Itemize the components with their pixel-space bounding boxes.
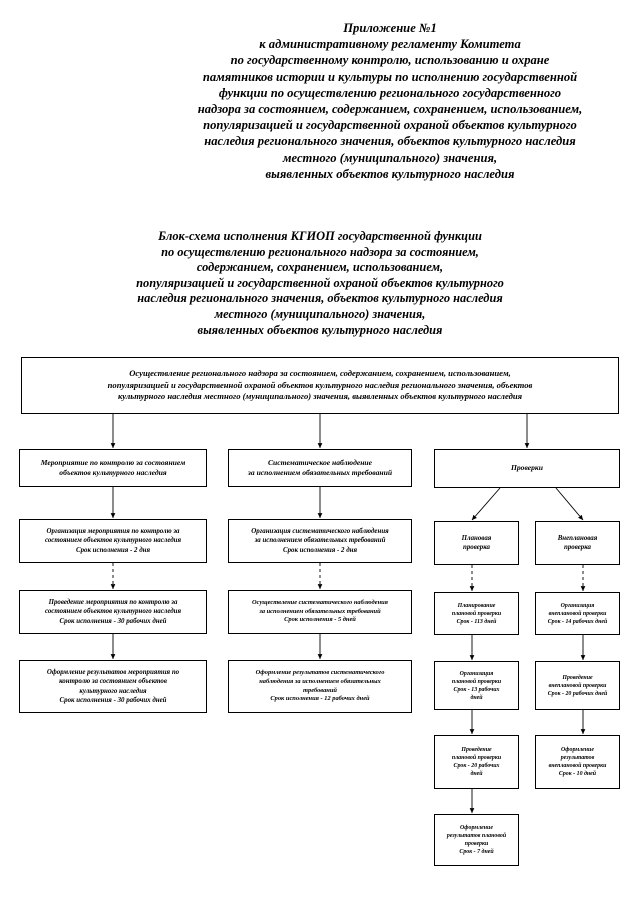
node-line: Срок исполнения - 30 рабочих дней	[59, 617, 167, 625]
node-line: Срок - 10 дней	[558, 771, 597, 777]
node-root-regional-supervision[interactable]: Осуществление регионального надзора за с…	[21, 357, 619, 414]
node-planned-check[interactable]: Плановая проверка	[434, 521, 519, 565]
node-unplanned-results[interactable]: Оформление результатов внеплановой прове…	[535, 735, 620, 789]
node-line: проверка	[564, 544, 591, 551]
node-line: Оформление	[460, 825, 493, 831]
appendix-header-line: популяризацией и государственной охраной…	[203, 118, 577, 133]
node-mid-organization-of-observation[interactable]: Организация систематического наблюдения …	[228, 519, 412, 563]
node-line: Срок исполнения - 30 рабочих дней	[59, 696, 167, 704]
node-line: Мероприятие по контролю за состоянием	[40, 457, 186, 467]
node-line: Срок - 113 дней	[456, 618, 497, 625]
node-line: Оформление результатов систематического	[255, 669, 385, 677]
page-title-line: по осуществлению регионального надзора з…	[161, 244, 479, 259]
node-line: Систематическое наблюдение	[267, 457, 373, 467]
node-line: внеплановой проверки	[548, 763, 607, 769]
node-line: контролю за состоянием объектов	[59, 678, 167, 686]
node-line: состоянием объектов культурного наследия	[44, 537, 182, 545]
node-planned-conduct[interactable]: Проведение плановой проверки Срок - 20 р…	[434, 735, 519, 789]
page-title-line: популяризацией и государственной охраной…	[136, 275, 504, 290]
node-line: Осуществление систематического наблюдени…	[252, 599, 388, 607]
node-line: плановой проверки	[451, 610, 502, 617]
appendix-header-line: по государственному контролю, использова…	[230, 53, 550, 68]
appendix-header-line: выявленных объектов культурного наследия	[265, 166, 515, 181]
node-left-results-of-control-event[interactable]: Оформление результатов мероприятия по ко…	[19, 660, 207, 713]
node-line: требований	[303, 686, 337, 694]
node-line: дней	[470, 694, 483, 701]
page-title-line: выявленных объектов культурного наследия	[197, 322, 443, 337]
node-line: за исполнением обязательных требований	[247, 468, 393, 477]
node-line: наблюдения за исполнением обязательных	[259, 677, 381, 685]
node-line: дней	[470, 771, 483, 777]
node-line: культурного наследия местного (муниципал…	[117, 391, 523, 402]
node-mid-implementation-of-observation[interactable]: Осуществление систематического наблюдени…	[228, 590, 412, 634]
node-line: Срок исполнения - 12 рабочих дней	[270, 695, 370, 703]
node-line: внеплановой проверки	[548, 610, 607, 617]
node-unplanned-organization[interactable]: Организация внеплановой проверки Срок - …	[535, 592, 620, 635]
node-line: результатов	[560, 755, 595, 761]
node-line: состоянием объектов культурного наследия	[44, 608, 182, 616]
node-line: результатов плановой	[446, 833, 507, 839]
node-line: Планирование	[457, 602, 496, 609]
node-line: Срок - 7 дней	[459, 849, 494, 855]
node-line: за исполнением обязательных требований	[259, 607, 381, 615]
page-title: Блок-схема исполнения КГИОП государствен…	[60, 229, 580, 338]
node-line: Внеплановая	[557, 534, 598, 542]
appendix-header-line: к административному регламенту Комитета	[259, 37, 521, 52]
node-line: Оформление результатов мероприятия по	[46, 669, 180, 677]
node-line: Проведение мероприятия по контролю за	[48, 599, 178, 607]
node-line: проверка	[463, 544, 490, 551]
node-line: Проверки	[510, 463, 544, 473]
node-line: Организация	[560, 602, 595, 609]
node-mid-results-of-observation[interactable]: Оформление результатов систематического …	[228, 660, 412, 713]
node-line: плановой проверки	[451, 678, 502, 685]
node-line: Плановая	[461, 534, 492, 542]
appendix-header: Приложение №1 к административному реглам…	[150, 20, 630, 182]
node-unplanned-conduct[interactable]: Проведение внеплановой проверки Срок - 2…	[535, 661, 620, 710]
node-line: Срок - 20 рабочих дней	[547, 690, 608, 697]
page-title-line: содержанием, сохранением, использованием…	[196, 260, 444, 275]
appendix-header-line: Приложение №1	[343, 21, 437, 35]
node-planned-organization[interactable]: Организация плановой проверки Срок - 13 …	[434, 661, 519, 710]
node-line: Срок - 14 рабочих дней	[547, 618, 608, 625]
node-line: Срок исполнения - 5 дней	[284, 616, 356, 624]
node-left-control-event[interactable]: Мероприятие по контролю за состоянием об…	[19, 449, 207, 487]
node-line: за исполнением обязательных требований	[254, 537, 386, 545]
node-unplanned-check[interactable]: Внеплановая проверка	[535, 521, 620, 565]
appendix-header-line: наследия регионального значения, объекто…	[204, 134, 576, 149]
node-line: внеплановой проверки	[548, 682, 607, 689]
node-planned-planning[interactable]: Планирование плановой проверки Срок - 11…	[434, 592, 519, 635]
node-line: объектов культурного наследия	[59, 468, 167, 477]
node-checks-header[interactable]: Проверки	[434, 449, 620, 488]
node-mid-systematic-observation[interactable]: Систематическое наблюдение за исполнение…	[228, 449, 412, 487]
node-planned-results[interactable]: Оформление результатов плановой проверки…	[434, 814, 519, 866]
node-line: Проведение	[461, 747, 492, 753]
node-line: Организация мероприятия по контролю за	[46, 528, 180, 536]
node-line: Срок исполнения - 2 дня	[282, 546, 358, 554]
page-title-line: наследия регионального значения, объекто…	[137, 291, 503, 306]
node-line: Организация систематического наблюдения	[251, 528, 389, 536]
appendix-header-line: местного (муниципального) значения,	[282, 150, 498, 165]
node-line: культурного наследия	[79, 687, 147, 695]
node-line: Оформление	[561, 747, 594, 753]
node-line: проверки	[464, 841, 489, 847]
appendix-header-line: функции по осуществлению регионального г…	[218, 85, 562, 100]
node-left-conduct-of-control-event[interactable]: Проведение мероприятия по контролю за со…	[19, 590, 207, 634]
node-line: Срок - 13 рабочих	[453, 686, 500, 693]
node-line: Срок - 20 рабочих	[453, 763, 500, 769]
appendix-header-line: надзора за состоянием, содержанием, сохр…	[197, 102, 583, 117]
page-title-line: местного (муниципального) значения,	[214, 306, 426, 321]
node-line: Проведение	[562, 674, 593, 681]
node-line: Осуществление регионального надзора за с…	[129, 368, 511, 379]
node-line: плановой проверки	[451, 755, 502, 761]
node-left-organization-of-control-event[interactable]: Организация мероприятия по контролю за с…	[19, 519, 207, 563]
appendix-header-line: памятников истории и культуры по исполне…	[202, 69, 578, 84]
node-line: популяризацией и государственной охраной…	[107, 379, 533, 390]
page-title-line: Блок-схема исполнения КГИОП государствен…	[158, 229, 482, 243]
node-line: Организация	[459, 670, 494, 677]
node-line: Срок исполнения - 2 дня	[75, 546, 151, 554]
